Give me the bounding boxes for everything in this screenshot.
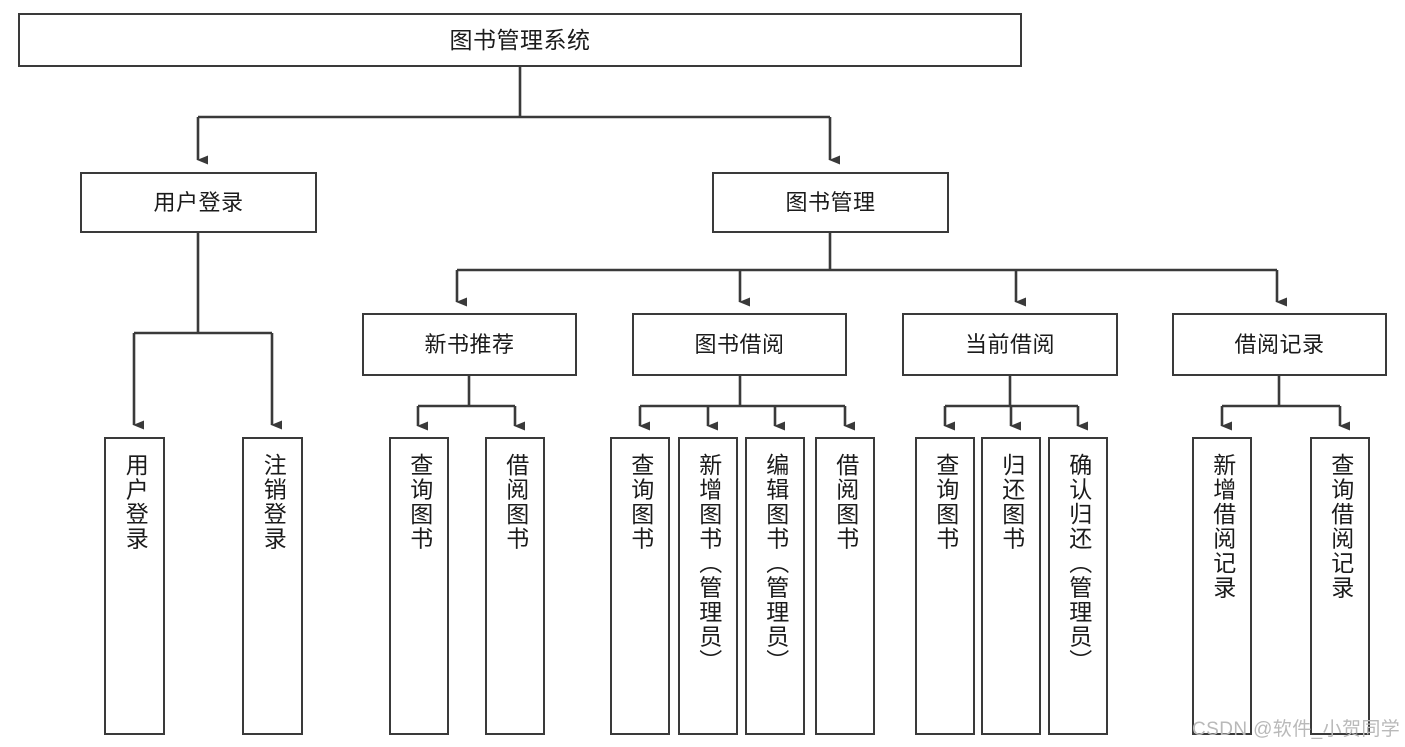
leaf-borrow-add-book-admin[interactable]: 新增图书（管理员） [678, 437, 738, 735]
leaf-record-add-record[interactable]: 新增借阅记录 [1192, 437, 1252, 735]
node-label: 借阅图书 [502, 453, 529, 551]
leaf-current-query-book[interactable]: 查询图书 [915, 437, 975, 735]
node-label: 借阅图书 [832, 453, 859, 551]
watermark-text: CSDN @软件_小贺同学 [1192, 719, 1401, 740]
node-new-book-recommend[interactable]: 新书推荐 [362, 313, 577, 376]
node-label: 查询图书 [932, 453, 959, 551]
node-label: 新增图书（管理员） [695, 453, 722, 674]
node-label: 编辑图书（管理员） [762, 453, 789, 674]
node-book-management[interactable]: 图书管理 [712, 172, 949, 233]
node-label: 图书管理系统 [449, 26, 591, 53]
node-label: 图书借阅 [694, 331, 785, 357]
leaf-new-book-query[interactable]: 查询图书 [389, 437, 449, 735]
node-label: 确认归还（管理员） [1065, 453, 1092, 674]
node-borrow-record[interactable]: 借阅记录 [1172, 313, 1387, 376]
leaf-borrow-borrow-book[interactable]: 借阅图书 [815, 437, 875, 735]
node-root-system[interactable]: 图书管理系统 [18, 13, 1022, 67]
node-label: 用户登录 [122, 453, 149, 551]
node-label: 查询借阅记录 [1327, 453, 1354, 600]
node-label: 图书管理 [785, 189, 876, 215]
leaf-current-confirm-return-admin[interactable]: 确认归还（管理员） [1048, 437, 1108, 735]
leaf-user-login-login[interactable]: 用户登录 [104, 437, 165, 735]
node-label: 借阅记录 [1234, 331, 1325, 357]
leaf-record-query-record[interactable]: 查询借阅记录 [1310, 437, 1370, 735]
leaf-user-login-logout[interactable]: 注销登录 [242, 437, 303, 735]
leaf-borrow-edit-book-admin[interactable]: 编辑图书（管理员） [745, 437, 805, 735]
node-label: 注销登录 [260, 453, 287, 551]
node-book-borrow[interactable]: 图书借阅 [632, 313, 847, 376]
node-user-login[interactable]: 用户登录 [80, 172, 317, 233]
node-label: 归还图书 [998, 453, 1025, 551]
node-label: 新增借阅记录 [1209, 453, 1236, 600]
node-label: 新书推荐 [424, 331, 515, 357]
node-label: 查询图书 [406, 453, 433, 551]
node-label: 查询图书 [627, 453, 654, 551]
node-label: 当前借阅 [964, 331, 1055, 357]
leaf-borrow-query-book[interactable]: 查询图书 [610, 437, 670, 735]
leaf-new-book-borrow[interactable]: 借阅图书 [485, 437, 545, 735]
leaf-current-return-book[interactable]: 归还图书 [981, 437, 1041, 735]
node-label: 用户登录 [153, 189, 244, 215]
node-current-borrow[interactable]: 当前借阅 [902, 313, 1118, 376]
